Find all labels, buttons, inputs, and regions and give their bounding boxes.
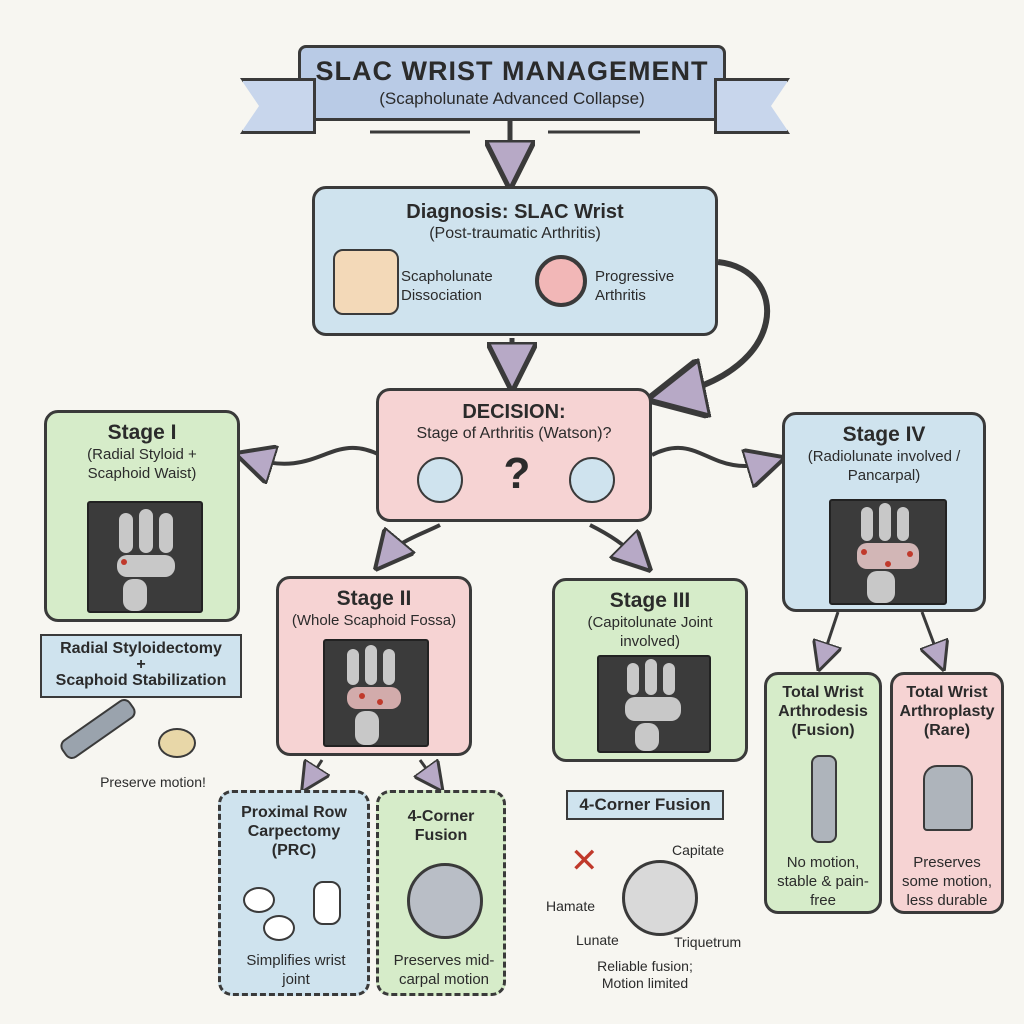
decision-question: Stage of Arthritis (Watson)?: [416, 425, 612, 442]
stage2-title: Stage II: [336, 587, 412, 610]
diagnosis-title: Diagnosis: SLAC Wrist: [406, 201, 624, 223]
stage2-fusion-box: 4-Corner Fusion Preserves mid-carpal mot…: [376, 790, 506, 996]
stage1-title: Stage I: [107, 421, 177, 444]
bone-label-triquetrum: Triquetrum: [674, 934, 742, 950]
stage3-title: Stage III: [609, 589, 691, 612]
fusion-rod-icon: [811, 755, 837, 843]
implant-icon: [923, 765, 973, 831]
question-mark: ?: [503, 449, 531, 498]
stage2-fusion-title: 4-Corner Fusion: [407, 808, 475, 844]
lunate-icon: [569, 457, 615, 503]
stage3-box: Stage III (Capitolunate Joint involved): [552, 578, 748, 762]
prc-box: Proximal Row Carpectomy (PRC) Simplifies…: [218, 790, 370, 996]
stage2-detail: (Whole Scaphoid Fossa): [291, 612, 457, 629]
bone-label-hamate: Hamate: [546, 898, 596, 914]
x-icon: ✕: [570, 842, 599, 880]
stage2-xray: [323, 639, 429, 747]
stage1-box: Stage I (Radial Styloid + Scaphoid Waist…: [44, 410, 240, 622]
stage1-detail: (Radial Styloid + Scaphoid Waist): [87, 446, 197, 482]
decision-title: DECISION:: [462, 401, 566, 423]
stage1-xray: [87, 501, 203, 613]
arthroplasty-title: Total Wrist Arthroplasty (Rare): [899, 684, 995, 739]
page-title: SLAC WRIST MANAGEMENT: [315, 56, 709, 86]
stage1-treatment: Radial Styloidectomy + Scaphoid Stabiliz…: [40, 634, 242, 698]
decision-box: DECISION: Stage of Arthritis (Watson)? ?: [376, 388, 652, 522]
stage3-detail: (Capitolunate Joint involved): [587, 614, 713, 650]
arthroplasty-box: Total Wrist Arthroplasty (Rare) Preserve…: [890, 672, 1004, 914]
scaphoid-icon: [417, 457, 463, 503]
arthroplasty-note: Preserves some motion, less durable: [901, 854, 993, 909]
stage2-box: Stage II (Whole Scaphoid Fossa): [276, 576, 472, 756]
stage3-xray: [597, 655, 711, 753]
diagnosis-item-dissociation: Scapholunate Dissociation: [401, 268, 493, 304]
stage3-note: Reliable fusion; Motion limited: [597, 958, 693, 991]
stage1-treatment-line1: Radial Styloidectomy: [60, 640, 222, 657]
stage1-note: Preserve motion!: [100, 774, 206, 790]
stage1-treatment-line2: Scaphoid Stabilization: [55, 672, 227, 689]
magnifier-icon: [535, 255, 587, 307]
stage4-detail: (Radiolunate involved / Pancarpal): [807, 448, 961, 484]
fusion-plate-icon: [407, 863, 483, 939]
stage4-title: Stage IV: [842, 423, 926, 446]
arthrodesis-title: Total Wrist Arthrodesis (Fusion): [778, 684, 868, 739]
stage3-treatment: 4-Corner Fusion: [566, 790, 724, 820]
bone-label-capitate: Capitate: [672, 842, 725, 858]
prc-note: Simplifies wrist joint: [246, 952, 346, 988]
stage2-fusion-note: Preserves mid-carpal motion: [393, 952, 495, 988]
title-banner: SLAC WRIST MANAGEMENT (Scapholunate Adva…: [298, 45, 726, 121]
arthrodesis-note: No motion, stable & pain-free: [777, 854, 869, 909]
stage1-treatment-plus: +: [136, 656, 146, 673]
arthrodesis-box: Total Wrist Arthrodesis (Fusion) No moti…: [764, 672, 882, 914]
diagnosis-subtitle: (Post-traumatic Arthritis): [429, 225, 601, 242]
stage4-box: Stage IV (Radiolunate involved / Pancarp…: [782, 412, 986, 612]
banner-right-ribbon: [714, 78, 790, 134]
hand-icon: [333, 249, 399, 315]
stage4-xray: [829, 499, 947, 605]
screw-icon: [158, 728, 196, 758]
bone-label-lunate: Lunate: [576, 932, 619, 948]
carpus-fusion-icon: [622, 860, 698, 936]
prc-title: Proximal Row Carpectomy (PRC): [241, 804, 347, 859]
carpal-bones-icon: [243, 877, 343, 941]
diagnosis-box: Diagnosis: SLAC Wrist (Post-traumatic Ar…: [312, 186, 718, 336]
diagnosis-item-arthritis: Progressive Arthritis: [595, 268, 675, 304]
page-subtitle: (Scapholunate Advanced Collapse): [379, 89, 645, 108]
